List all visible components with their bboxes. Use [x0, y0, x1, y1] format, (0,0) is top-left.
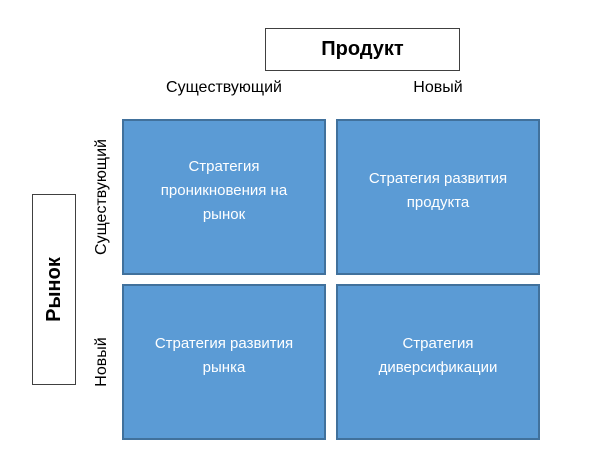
cell-label: Стратегия развития продукта: [368, 169, 508, 211]
market-axis-title: Рынок: [42, 257, 65, 322]
cell-diversification-strategy: Стратегия диверсификации: [336, 284, 540, 440]
cell-market-penetration-strategy: Стратегия проникновения на рынок: [122, 119, 326, 275]
cell-label: Стратегия проникновения на рынок: [160, 157, 288, 223]
column-label-existing: Существующий: [166, 79, 282, 96]
row-label-new: Новый: [93, 337, 110, 387]
cell-product-development-strategy: Стратегия развития продукта: [336, 119, 540, 275]
product-axis-title: Продукт: [321, 38, 404, 60]
market-axis-title-box: Рынок: [32, 194, 76, 385]
cell-label: Стратегия диверсификации: [378, 334, 498, 376]
cell-market-development-strategy: Стратегия развития рынка: [122, 284, 326, 440]
row-label-existing: Существующий: [93, 139, 110, 255]
column-label-new: Новый: [413, 79, 463, 96]
product-axis-title-box: Продукт: [265, 28, 460, 71]
cell-label: Стратегия развития рынка: [154, 334, 294, 376]
